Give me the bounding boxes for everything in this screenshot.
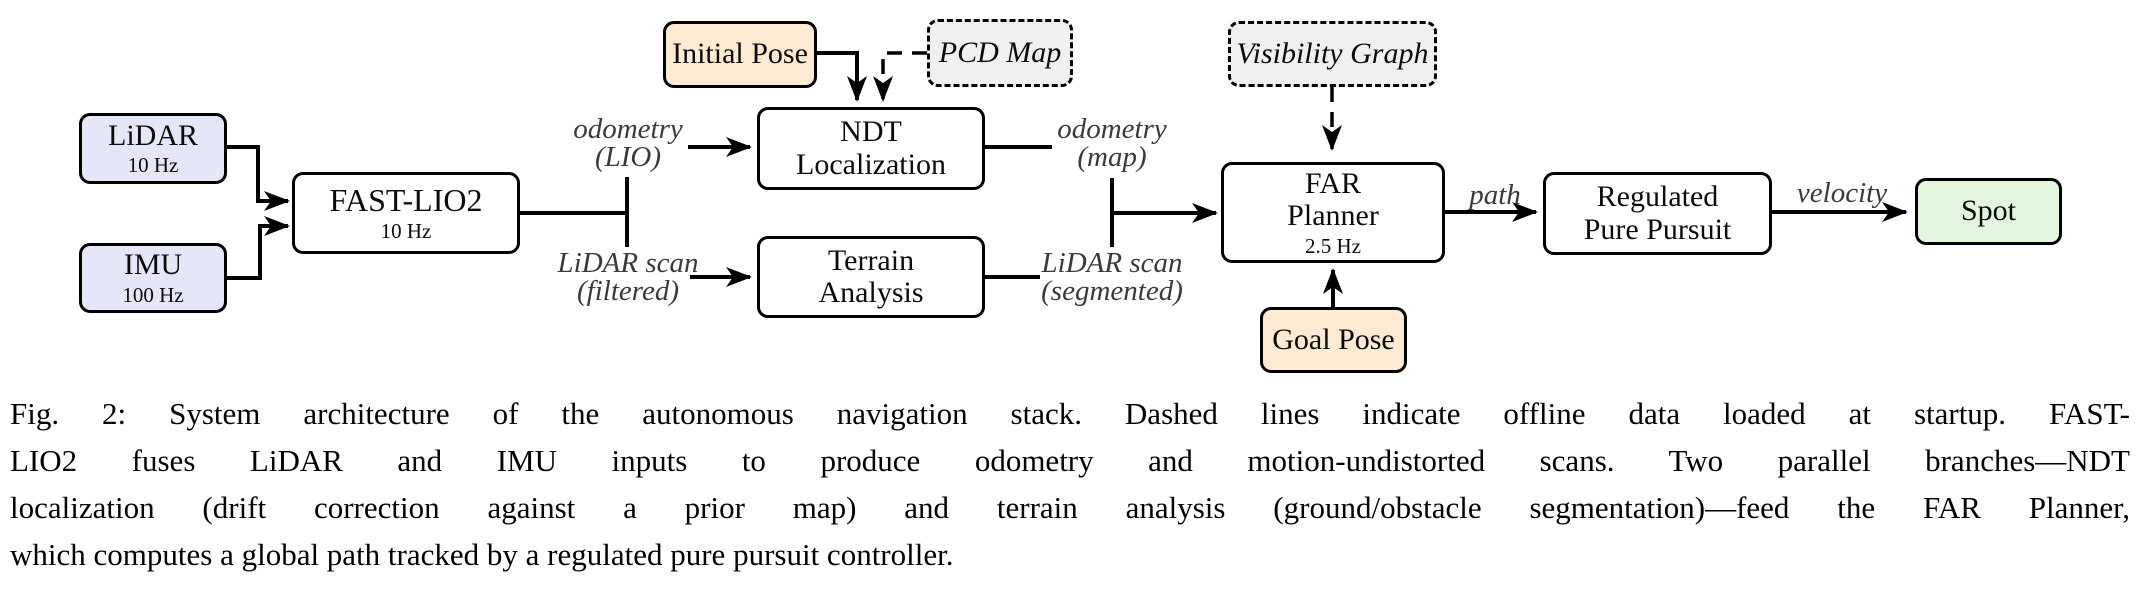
node-terrain-analysis: Terrain Analysis: [757, 236, 985, 318]
node-initial-pose-label: Initial Pose: [672, 37, 808, 71]
node-imu-rate: 100 Hz: [122, 282, 184, 307]
edge-lidar-to-fastlio2: [227, 145, 290, 211]
edge-pcd-map-to-ndt-dashed: [873, 51, 927, 102]
edge-label-odometry-map-line1: odometry: [1057, 113, 1167, 145]
caption-line-1: Fig. 2: System architecture of the auton…: [10, 396, 2130, 431]
caption-line-2: LIO2 fuses LiDAR and IMU inputs to produ…: [10, 443, 2130, 478]
node-rpp-line2: Pure Pursuit: [1583, 212, 1732, 246]
caption-line-3: localization (drift correction against a…: [10, 490, 2130, 525]
edge-label-odometry-lio-line1: odometry: [573, 113, 683, 145]
edge-label-scan-segmented-line2: (segmented): [1041, 275, 1183, 307]
edge-imu-to-fastlio2: [227, 216, 290, 280]
edge-label-odometry-map: odometry (map): [1002, 113, 1222, 173]
node-ndt-localization: NDT Localization: [757, 107, 985, 190]
node-initial-pose: Initial Pose: [663, 21, 817, 88]
node-rpp-line1: Regulated: [1596, 180, 1719, 214]
edge-label-odometry-lio: odometry (LIO): [518, 113, 738, 173]
wires-layer: [227, 51, 1908, 307]
node-visibility-graph-label: Visibility Graph: [1236, 36, 1429, 70]
figure-caption: Fig. 2: System architecture of the auton…: [10, 390, 2130, 578]
node-lidar-label: LiDAR: [108, 118, 198, 152]
edge-initial-pose-to-ndt: [817, 51, 867, 102]
node-fastlio2: FAST-LIO2 10 Hz: [292, 172, 520, 254]
node-pcd-map: PCD Map: [927, 19, 1073, 87]
node-visibility-graph: Visibility Graph: [1228, 21, 1437, 87]
node-regulated-pure-pursuit: Regulated Pure Pursuit: [1543, 172, 1772, 255]
node-far-rate: 2.5 Hz: [1305, 233, 1361, 258]
edge-label-path: path: [1469, 179, 1521, 211]
node-imu: IMU 100 Hz: [79, 243, 227, 313]
node-spot-label: Spot: [1960, 194, 2017, 228]
node-far-line1: FAR: [1304, 166, 1362, 200]
edge-label-odometry-lio-line2: (LIO): [594, 141, 662, 173]
edge-label-velocity: velocity: [1796, 177, 1888, 209]
node-terrain-line2: Analysis: [818, 276, 924, 309]
node-far-line2: Planner: [1287, 199, 1379, 233]
node-ndt-line1: NDT: [840, 115, 902, 149]
node-lidar-rate: 10 Hz: [127, 153, 179, 178]
edge-label-odometry-map-line2: (map): [1077, 141, 1147, 173]
node-spot: Spot: [1915, 178, 2062, 245]
edge-label-lidar-scan-segmented: LiDAR scan (segmented): [1002, 247, 1222, 307]
node-fastlio2-label: FAST-LIO2: [329, 182, 483, 219]
node-fastlio2-rate: 10 Hz: [380, 218, 432, 243]
node-lidar: LiDAR 10 Hz: [79, 113, 227, 184]
node-ndt-line2: Localization: [796, 147, 946, 181]
node-imu-label: IMU: [123, 248, 183, 282]
edge-label-lidar-scan-filtered: LiDAR scan (filtered): [518, 247, 738, 307]
caption-line-4: which computes a global path tracked by …: [10, 537, 954, 572]
edge-label-scan-filtered-line2: (filtered): [577, 275, 679, 307]
node-terrain-line1: Terrain: [827, 243, 915, 277]
node-pcd-map-label: PCD Map: [938, 35, 1062, 69]
node-goal-pose: Goal Pose: [1260, 307, 1407, 373]
node-goal-pose-label: Goal Pose: [1272, 322, 1395, 356]
edge-label-scan-filtered-line1: LiDAR scan: [557, 247, 699, 279]
edge-label-scan-segmented-line1: LiDAR scan: [1041, 247, 1183, 279]
node-far-planner: FAR Planner 2.5 Hz: [1221, 162, 1445, 263]
